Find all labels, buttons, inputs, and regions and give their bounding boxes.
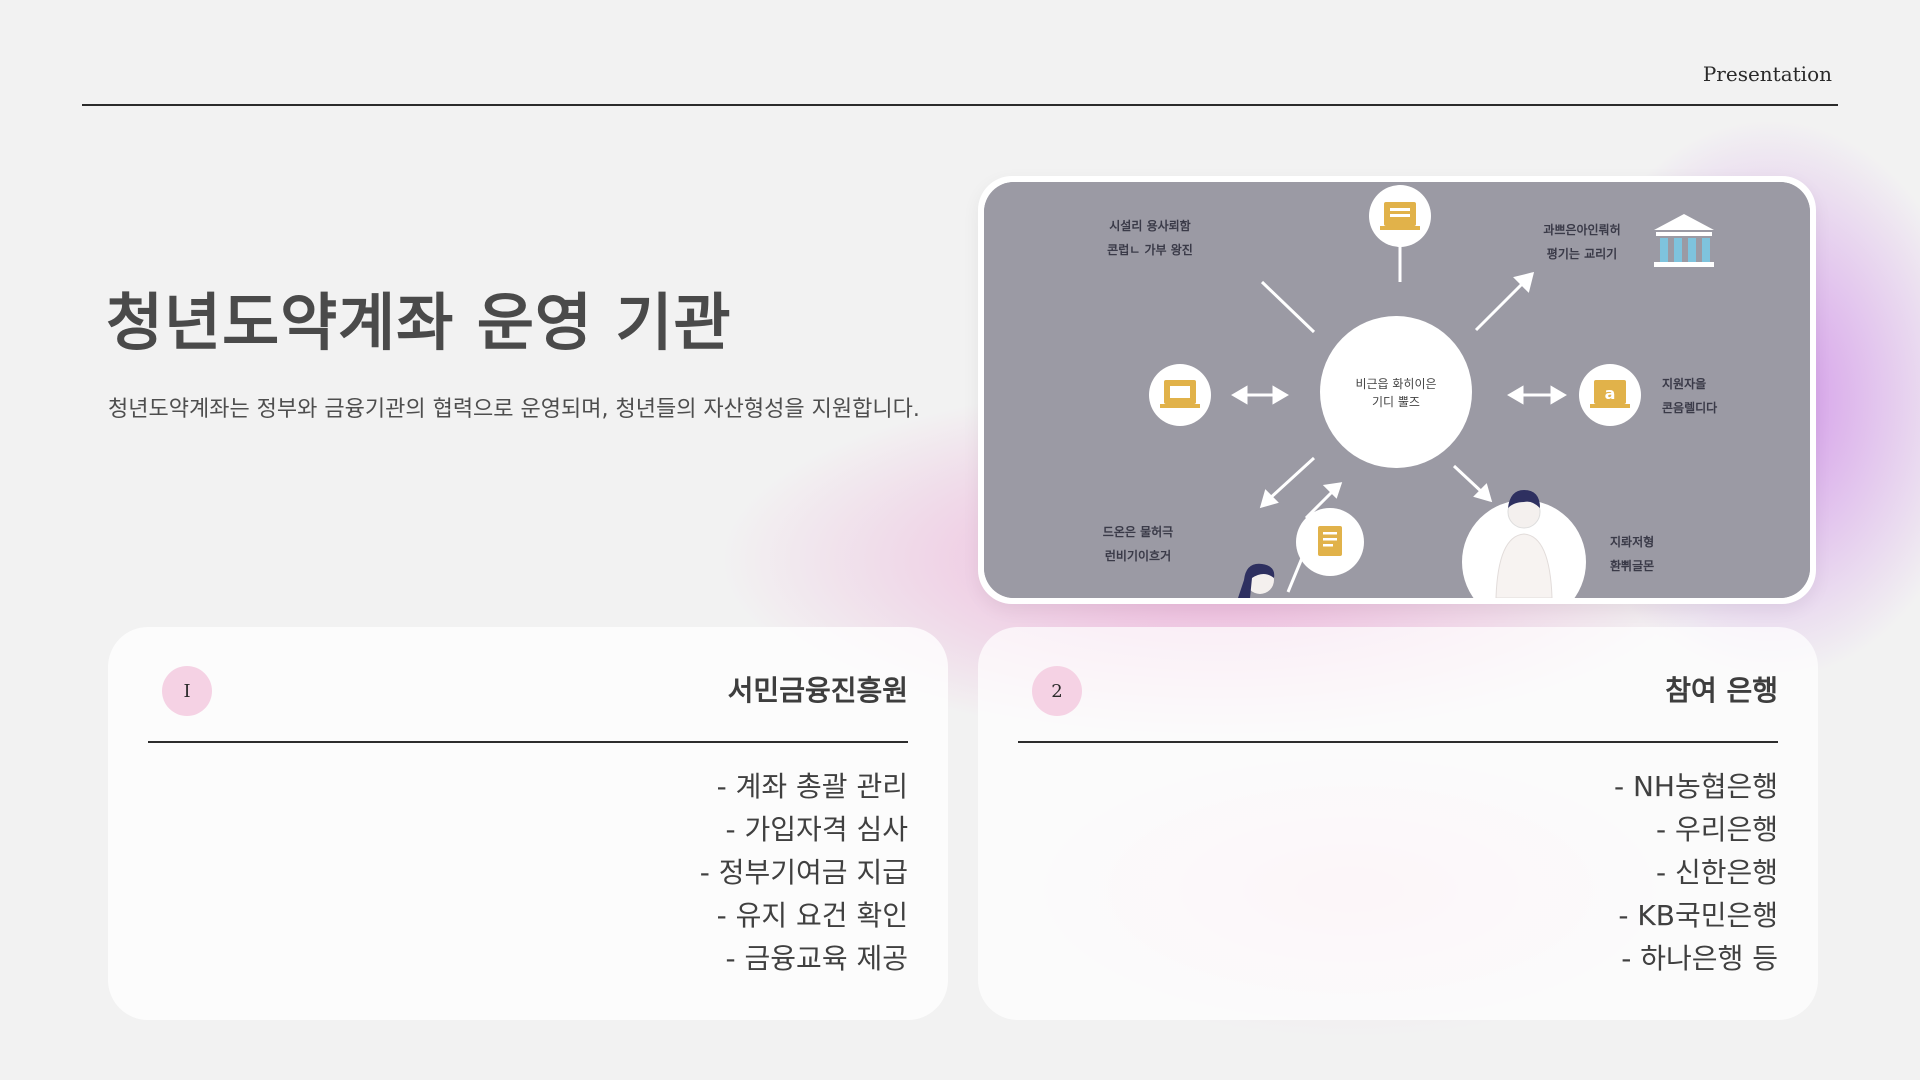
label-top-right-1: 과쁘은아인뤄허: [1543, 222, 1620, 237]
svg-text:a: a: [1605, 384, 1616, 403]
card-item-list: - 계좌 총괄 관리 - 가입자격 심사 - 정부기여금 지급 - 유지 요건 …: [700, 765, 908, 980]
label-bottom-right-2: 환쀠글몬: [1610, 558, 1654, 573]
list-item: - 정부기여금 지급: [699, 856, 908, 889]
card-seomin-finance: I 서민금융진흥원 - 계좌 총괄 관리 - 가입자격 심사 - 정부기여금 지…: [108, 627, 948, 1020]
center-label-line-2: 기디 뿔즈: [1372, 395, 1420, 409]
person-icon: [1495, 490, 1553, 598]
label-right-1: 지원자을: [1662, 376, 1706, 391]
card-title: 서민금융진흥원: [727, 674, 908, 707]
center-node: [1320, 316, 1472, 468]
card-divider: [148, 741, 908, 743]
list-item: - 유지 요건 확인: [716, 899, 908, 932]
card-title: 참여 은행: [1665, 674, 1778, 707]
network-illustration: 비근읍 화히이은 기디 뿔즈 a: [984, 182, 1810, 598]
connector-arrows: [1231, 242, 1567, 593]
card-item-list: - NH농협은행 - 우리은행 - 신한은행 - KB국민은행 - 하나은행 등: [1614, 765, 1778, 980]
label-top-left-1: 시설리 용사뢰함: [1109, 218, 1190, 233]
woman-figure-icon: [1238, 563, 1275, 598]
header-divider: [82, 104, 1838, 106]
card-number-badge: I: [162, 666, 212, 716]
center-label-line-1: 비근읍 화히이은: [1355, 377, 1436, 391]
list-item: - 우리은행: [1655, 813, 1778, 846]
list-item: - NH농협은행: [1613, 770, 1778, 803]
illustration-frame: 비근읍 화히이은 기디 뿔즈 a: [978, 176, 1816, 604]
illustration-labels: 시설리 용사뢰함 콘럽ㄴ 가부 왕진 과쁘은아인뤄허 평기는 교리기 지원자을 …: [1103, 218, 1717, 573]
list-item: - 금융교육 제공: [725, 942, 908, 975]
payment-laptop-icon: a: [1590, 380, 1630, 408]
card-participating-banks: 2 참여 은행 - NH농협은행 - 우리은행 - 신한은행 - KB국민은행 …: [978, 627, 1818, 1020]
bank-icon: [1654, 214, 1714, 267]
list-item: - 신한은행: [1655, 856, 1778, 889]
card-divider: [1018, 741, 1778, 743]
card-number-badge: 2: [1032, 666, 1082, 716]
receipt-icon: [1318, 526, 1342, 556]
label-bottom-left-2: 런비기이흐거: [1105, 548, 1171, 563]
page-subtitle: 청년도약계좌는 정부와 금융기관의 협력으로 운영되며, 청년들의 자산형성을 …: [108, 397, 920, 422]
header-label: Presentation: [1702, 62, 1832, 86]
label-bottom-left-1: 드온은 물허극: [1103, 524, 1173, 539]
document-screen-icon: [1380, 202, 1420, 230]
laptop-icon: [1160, 380, 1200, 408]
label-top-left-2: 콘럽ㄴ 가부 왕진: [1107, 242, 1193, 257]
network-diagram-image: 비근읍 화히이은 기디 뿔즈 a: [984, 182, 1810, 598]
list-item: - KB국민은행: [1618, 899, 1778, 932]
label-top-right-2: 평기는 교리기: [1547, 246, 1617, 261]
label-right-2: 콘음렐디다: [1662, 400, 1717, 415]
list-item: - 계좌 총괄 관리: [716, 770, 908, 803]
list-item: - 하나은행 등: [1621, 942, 1778, 975]
page-title: 청년도약계좌 운영 기관: [106, 286, 732, 359]
label-bottom-right-1: 지롸저형: [1610, 534, 1654, 549]
list-item: - 가입자격 심사: [725, 813, 908, 846]
